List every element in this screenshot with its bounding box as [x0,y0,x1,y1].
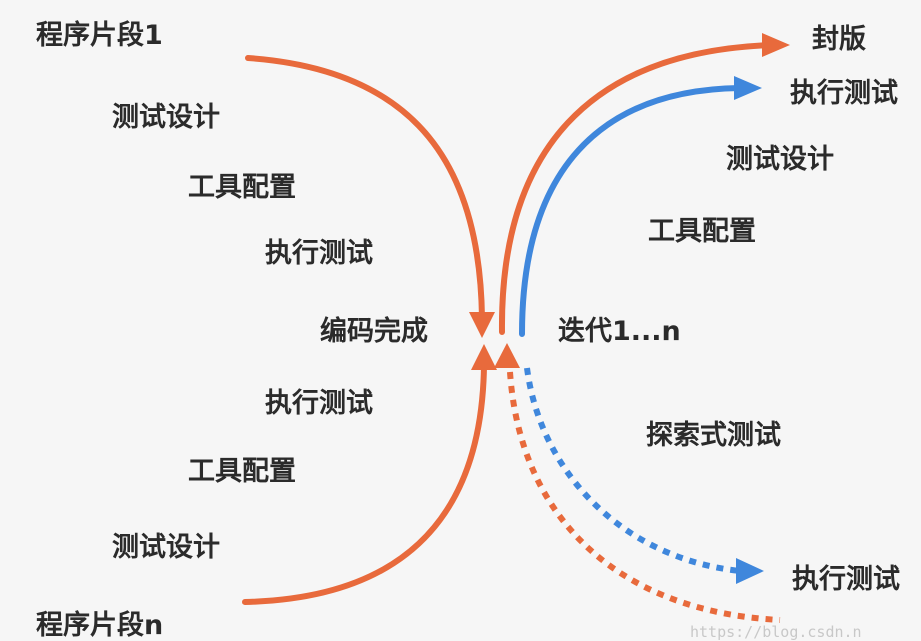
label-execute-test-left-bottom: 执行测试 [265,388,373,419]
dotted-arc-bottom-exit [507,371,781,623]
arc-snippetn-to-coding [242,363,487,605]
label-snippet-1: 程序片段1 [36,20,163,51]
label-test-design-left-top: 测试设计 [112,102,220,133]
arrowhead-execute-top [734,76,762,100]
label-coding-complete: 编码完成 [320,316,428,347]
label-test-design-right: 测试设计 [726,144,834,175]
arc-to-execute-top [519,85,743,337]
label-execute-test-left-top: 执行测试 [265,238,373,269]
label-test-design-left-bottom: 测试设计 [112,532,220,563]
arc-snippet1-to-coding [245,55,485,321]
arrowhead-down-left [469,312,495,338]
arc-to-release [498,42,773,335]
label-release: 封版 [812,24,866,55]
label-execute-test-right-top: 执行测试 [790,78,898,109]
label-iteration: 迭代1...n [558,316,681,347]
arrowhead-up-center [494,343,520,368]
arrowhead-up-left [471,344,497,370]
label-execute-test-right-bottom: 执行测试 [792,564,900,595]
label-exploratory-test: 探索式测试 [646,420,781,451]
arrowhead-execute-bottom [736,558,764,584]
label-snippet-n: 程序片段n [36,610,164,641]
label-tool-config-right: 工具配置 [648,216,756,247]
dotted-arc-to-execute-bottom [524,367,741,574]
label-tool-config-left-bottom: 工具配置 [188,456,296,487]
arrowhead-release [762,33,790,57]
label-tool-config-left-top: 工具配置 [188,172,296,203]
watermark: https://blog.csdn.n [690,623,862,641]
